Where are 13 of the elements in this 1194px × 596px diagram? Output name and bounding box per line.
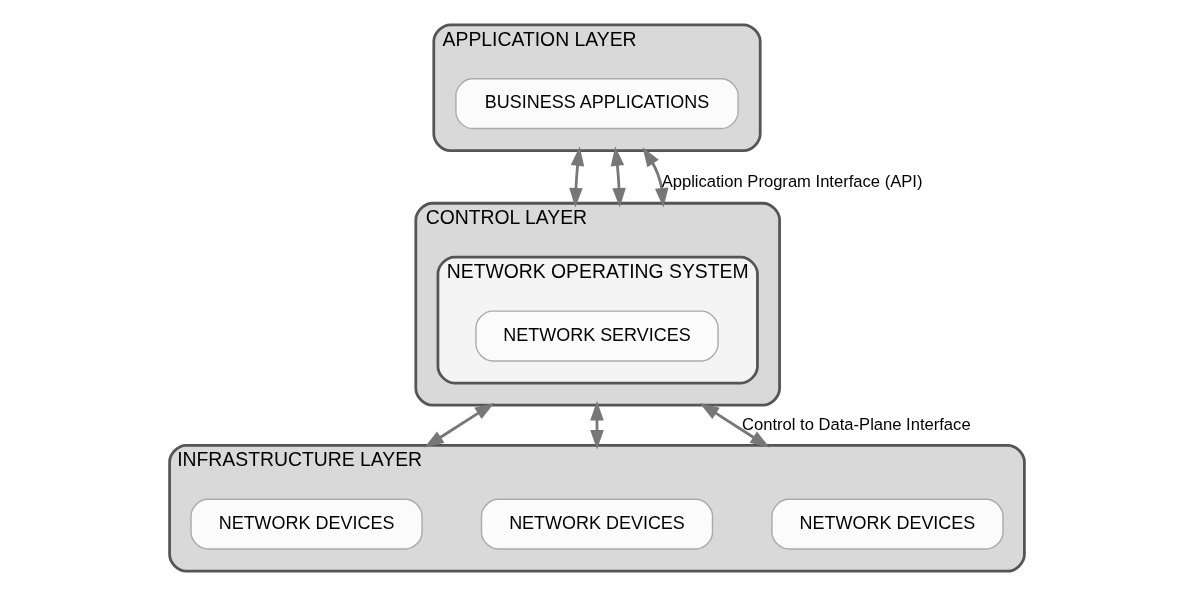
arrow bbox=[642, 147, 669, 208]
node-box: NETWORK DEVICES bbox=[771, 498, 1004, 550]
arrow bbox=[699, 402, 770, 448]
arrow bbox=[590, 401, 604, 450]
arrow bbox=[610, 146, 626, 208]
node-box: NETWORK DEVICES bbox=[480, 498, 714, 550]
edge-label: Application Program Interface (API) bbox=[661, 172, 923, 192]
node-box: BUSINESS APPLICATIONS bbox=[455, 78, 739, 130]
arrow bbox=[569, 146, 585, 208]
node-box: NETWORK DEVICES bbox=[190, 498, 423, 550]
node-box: NETWORK SERVICES bbox=[475, 310, 719, 362]
arrow bbox=[424, 402, 495, 448]
edge-label: Control to Data-Plane Interface bbox=[742, 414, 971, 434]
